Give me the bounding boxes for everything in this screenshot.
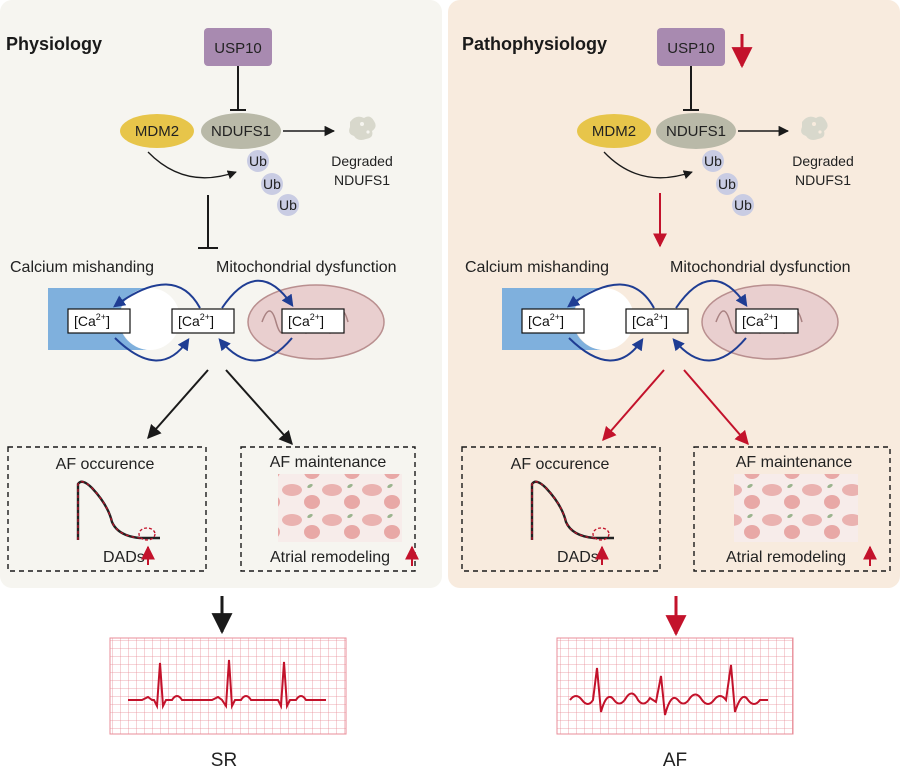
sr-ecg-strip bbox=[109, 637, 347, 735]
right-panel-background bbox=[448, 0, 900, 588]
usp10-box bbox=[204, 28, 272, 66]
ndufs1-label: NDUFS1 bbox=[666, 123, 726, 140]
ub-label: Ub bbox=[279, 197, 297, 213]
dads-label: DADs bbox=[557, 549, 599, 566]
ca-box-mito bbox=[281, 308, 345, 334]
ub-label: Ub bbox=[734, 197, 752, 213]
usp10-label: USP10 bbox=[214, 40, 262, 57]
mito-dysfunction-label: Mitochondrial dysfunction bbox=[670, 259, 851, 276]
mdm2-label: MDM2 bbox=[135, 123, 179, 140]
degraded-label-2: NDUFS1 bbox=[795, 172, 851, 188]
ndufs1-label: NDUFS1 bbox=[211, 123, 271, 140]
ubiquitination-arrow bbox=[603, 151, 693, 179]
calcium-flux-arrows bbox=[567, 279, 748, 362]
arrow-to-af-occurence bbox=[602, 369, 665, 442]
ub-label: Ub bbox=[718, 176, 736, 192]
ubiquitin-chain: Ub Ub Ub bbox=[247, 150, 299, 216]
ca-label: [Ca2+] bbox=[178, 312, 214, 329]
af-occurence-label: AF occurence bbox=[511, 456, 610, 473]
atrial-tissue-image bbox=[734, 474, 858, 542]
ca-box-cytosol bbox=[171, 308, 235, 334]
usp10-box bbox=[657, 28, 725, 66]
af-maintenance-label: AF maintenance bbox=[736, 454, 853, 471]
ca-label: [Ca2+] bbox=[742, 312, 778, 329]
ndufs1-ellipse bbox=[201, 113, 281, 149]
arrow-to-af-occurence bbox=[147, 369, 209, 440]
left-panel: Physiology USP10 MDM2 NDUFS1 Degraded ND… bbox=[6, 28, 419, 572]
degraded-protein-icon bbox=[349, 116, 376, 140]
af-occurence-box bbox=[7, 446, 207, 572]
ub-label: Ub bbox=[704, 153, 722, 169]
calcium-mishanding-label: Calcium mishanding bbox=[465, 259, 609, 276]
degraded-protein-icon bbox=[801, 116, 828, 140]
usp10-label: USP10 bbox=[667, 40, 715, 57]
sr-label: SR bbox=[211, 750, 237, 771]
degraded-label-1: Degraded bbox=[792, 153, 854, 169]
atrial-remodeling-label: Atrial remodeling bbox=[726, 549, 846, 566]
ca-box-store bbox=[67, 308, 131, 334]
ca-label: [Ca2+] bbox=[528, 312, 564, 329]
panel-title: Pathophysiology bbox=[462, 34, 607, 54]
atrial-remodeling-label: Atrial remodeling bbox=[270, 549, 390, 566]
ubiquitination-arrow bbox=[147, 151, 237, 180]
ubiquitin-chain: Ub Ub Ub bbox=[702, 150, 754, 216]
degraded-label-1: Degraded bbox=[331, 153, 393, 169]
mdm2-ellipse bbox=[120, 114, 194, 148]
left-panel-background bbox=[0, 0, 442, 588]
af-label: AF bbox=[663, 750, 687, 771]
right-panel: Pathophysiology USP10 MDM2 NDUFS1 Degrad… bbox=[461, 28, 891, 572]
ca-box-mito bbox=[735, 308, 799, 334]
af-ecg-strip bbox=[556, 637, 794, 735]
af-maintenance-box bbox=[240, 446, 416, 572]
af-maintenance-box bbox=[693, 446, 891, 572]
sr-trace bbox=[128, 659, 326, 710]
arrow-to-af-maintenance bbox=[683, 369, 749, 446]
action-potential-trace bbox=[530, 480, 614, 541]
arrow-to-af-maintenance bbox=[225, 369, 293, 446]
mdm2-label: MDM2 bbox=[592, 123, 636, 140]
degraded-label-2: NDUFS1 bbox=[334, 172, 390, 188]
panel-title: Physiology bbox=[6, 34, 102, 54]
mito-dysfunction-label: Mitochondrial dysfunction bbox=[216, 259, 397, 276]
ca-box-store bbox=[521, 308, 585, 334]
ub-label: Ub bbox=[263, 176, 281, 192]
ca-label: [Ca2+] bbox=[74, 312, 110, 329]
ca-box-cytosol bbox=[625, 308, 689, 334]
af-maintenance-label: AF maintenance bbox=[270, 454, 387, 471]
calcium-flux-arrows bbox=[113, 279, 294, 362]
ub-label: Ub bbox=[249, 153, 267, 169]
ndufs1-ellipse bbox=[656, 113, 736, 149]
ca-label: [Ca2+] bbox=[288, 312, 324, 329]
af-trace bbox=[569, 664, 768, 716]
af-occurence-box bbox=[461, 446, 661, 572]
atrial-tissue-image bbox=[278, 474, 402, 542]
ca-label: [Ca2+] bbox=[632, 312, 668, 329]
af-occurence-label: AF occurence bbox=[56, 456, 155, 473]
dads-label: DADs bbox=[103, 549, 145, 566]
action-potential-trace bbox=[76, 480, 160, 541]
mdm2-ellipse bbox=[577, 114, 651, 148]
calcium-mishanding-label: Calcium mishanding bbox=[10, 259, 154, 276]
